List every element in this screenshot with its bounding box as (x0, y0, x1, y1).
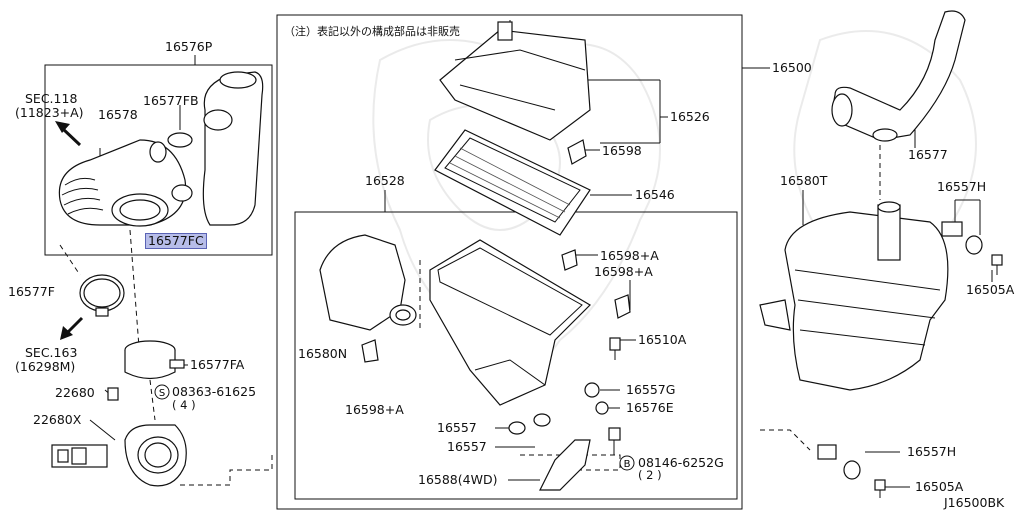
label-16580T[interactable]: 16580T (780, 173, 828, 188)
label-16577FC-highlighted[interactable]: 16577FC (145, 233, 207, 249)
label-16576P[interactable]: 16576P (165, 39, 213, 54)
resonator-16580N (319, 234, 417, 331)
air-cleaner-case-16528 (429, 239, 591, 406)
label-16557G[interactable]: 16557G (626, 382, 676, 397)
label-16577F[interactable]: 16577F (8, 284, 55, 299)
label-16557-1[interactable]: 16557 (437, 420, 477, 435)
bolt-16505A-2 (874, 479, 886, 498)
airflow-meter-22680 (107, 387, 187, 487)
label-16528[interactable]: 16528 (365, 173, 405, 188)
clip-16598A-1 (561, 249, 578, 271)
label-16576E[interactable]: 16576E (626, 400, 674, 415)
mount-16557-1 (508, 421, 526, 435)
label-16505A-1[interactable]: 16505A (966, 282, 1015, 297)
air-inlet-duct-16577 (831, 10, 966, 142)
resonator-tank-16580T (759, 201, 949, 391)
bolt-16505A-1 (991, 254, 1003, 275)
label-16510A[interactable]: 16510A (638, 332, 687, 347)
marker-b: B (619, 455, 635, 471)
label-16598[interactable]: 16598 (602, 143, 642, 158)
diagram-code: J16500BK (944, 495, 1005, 510)
sec-arrow-lower (60, 316, 84, 340)
marker-s: S (154, 384, 170, 400)
label-16505A-2[interactable]: 16505A (915, 479, 964, 494)
label-22680X[interactable]: 22680X (33, 412, 82, 427)
label-16577[interactable]: 16577 (908, 147, 948, 162)
sec-arrow-upper (55, 121, 82, 147)
connector-dash-2 (129, 229, 141, 361)
air-filter-element-16546 (434, 129, 591, 236)
label-08363[interactable]: 08363-61625 (172, 384, 257, 399)
connector-dash-1 (180, 455, 273, 486)
label-16598A-1[interactable]: 16598+A (600, 248, 659, 263)
label-sec163[interactable]: SEC.163 (25, 345, 78, 360)
clip-16598A-2 (614, 294, 631, 319)
air-duct-bellows-16578 (58, 139, 187, 227)
left-detail-frame (44, 64, 273, 256)
air-cleaner-cover-16526 (439, 21, 591, 141)
connector-dash-3 (149, 379, 156, 421)
label-16557H-2[interactable]: 16557H (907, 444, 957, 459)
clip-16598-top (567, 139, 587, 165)
bolt-08146 (608, 427, 621, 455)
label-sec118-ref: (11823+A) (15, 105, 84, 120)
connector-dash-4 (760, 429, 811, 451)
hose-clamp-16577F (79, 274, 125, 317)
svg-text:B: B (624, 459, 631, 470)
label-16526[interactable]: 16526 (670, 109, 710, 124)
label-08146-qty: ( 2 ) (638, 468, 662, 482)
label-22680[interactable]: 22680 (55, 385, 95, 400)
label-16500[interactable]: 16500 (772, 60, 812, 75)
grommet-16557G (584, 382, 600, 398)
label-16598A-3[interactable]: 16598+A (345, 402, 404, 417)
note-japanese: （注）表記以外の構成部品は非販売 (284, 25, 460, 38)
label-08363-qty: ( 4 ) (172, 398, 196, 412)
label-16580N[interactable]: 16580N (298, 346, 348, 361)
label-16598A-2[interactable]: 16598+A (594, 264, 653, 279)
label-16546[interactable]: 16546 (635, 187, 675, 202)
label-08146[interactable]: 08146-6252G (638, 455, 724, 470)
label-16557H-1[interactable]: 16557H (937, 179, 987, 194)
label-sec118[interactable]: SEC.118 (25, 91, 78, 106)
hose-clamp-16577FC (171, 184, 193, 202)
label-16578[interactable]: 16578 (98, 107, 138, 122)
label-16588[interactable]: 16588(4WD) (418, 472, 498, 487)
svg-text:S: S (159, 388, 165, 399)
intake-resonator (202, 71, 264, 226)
hose-clamp-16577FA (124, 340, 185, 380)
connector-dash-7 (59, 244, 81, 276)
main-assembly-frame (276, 14, 743, 510)
label-16577FB[interactable]: 16577FB (143, 93, 199, 108)
grommet-16557H-2 (817, 444, 861, 480)
clip-16598A-3 (361, 339, 379, 363)
sensor-22680X (51, 444, 108, 468)
label-16577FA[interactable]: 16577FA (190, 357, 245, 372)
bolt-16510A (609, 337, 621, 360)
label-sec163-ref: (16298M) (15, 359, 76, 374)
hose-clamp-16577FB (149, 132, 193, 163)
mount-16557-2 (533, 413, 551, 427)
grommet-16576E (595, 401, 609, 415)
bracket-16588 (539, 439, 591, 491)
leader-lines (88, 55, 993, 488)
grommet-16557H-1 (941, 221, 983, 255)
label-16557-2[interactable]: 16557 (447, 439, 487, 454)
